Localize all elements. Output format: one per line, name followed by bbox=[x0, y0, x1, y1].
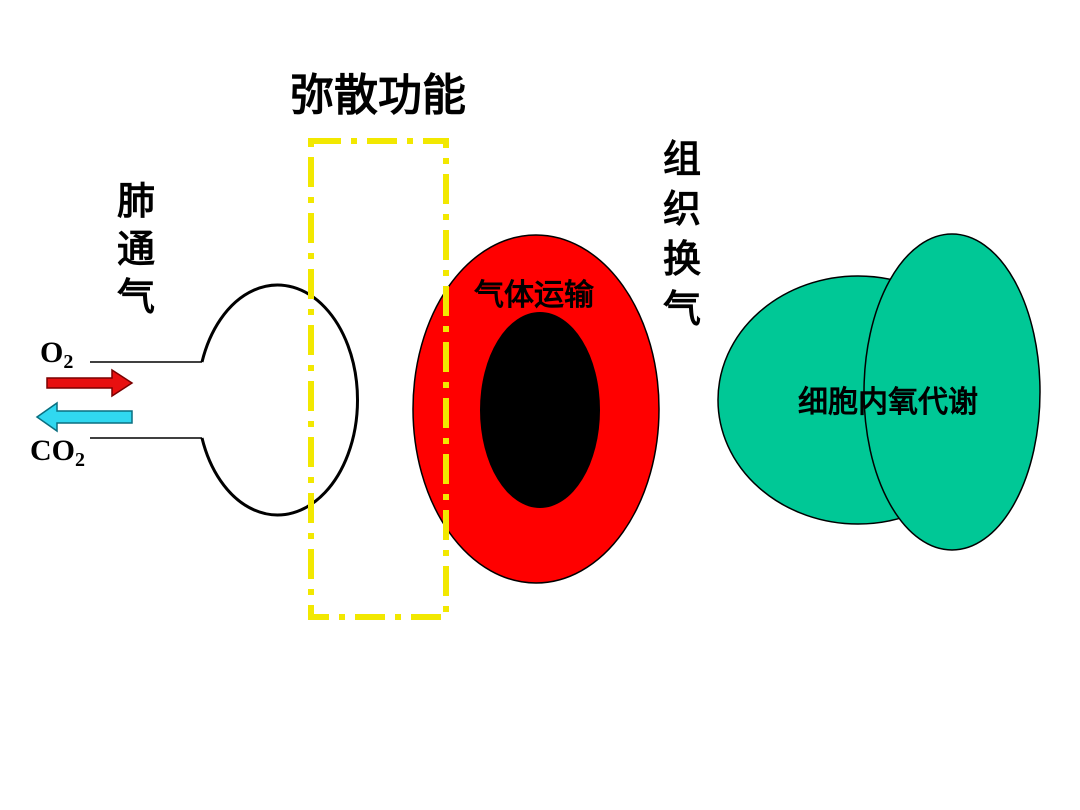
pulmonary-ventilation-label: 肺 通 气 bbox=[117, 179, 155, 319]
tissue-exchange-char: 换 bbox=[663, 237, 701, 281]
co2-symbol: CO bbox=[30, 434, 75, 467]
co2-label: CO2 bbox=[30, 434, 85, 471]
diffusion-boundary-box bbox=[308, 138, 449, 620]
o2-symbol: O bbox=[40, 336, 63, 369]
red-blood-cell-core bbox=[480, 312, 600, 508]
alveolus-wall bbox=[200, 283, 359, 517]
cell-metabolism-label: 细胞内氧代谢 bbox=[798, 385, 978, 420]
co2-subscript: 2 bbox=[75, 449, 85, 471]
tissue-exchange-char: 组 bbox=[663, 137, 701, 181]
tissue-exchange-label: 组 织 换 气 bbox=[663, 137, 701, 331]
diffusion-title: 弥散功能 bbox=[290, 70, 466, 121]
tissue-cell-front bbox=[863, 233, 1041, 551]
tissue-exchange-char: 织 bbox=[663, 187, 701, 231]
gas-transport-label: 气体运输 bbox=[474, 278, 595, 313]
pulmonary-ventilation-char: 通 bbox=[117, 227, 155, 271]
o2-subscript: 2 bbox=[63, 351, 73, 373]
arrow-left-icon bbox=[35, 401, 133, 433]
pulmonary-ventilation-char: 肺 bbox=[117, 179, 155, 223]
tissue-exchange-char: 气 bbox=[663, 287, 701, 331]
arrow-right-icon bbox=[46, 368, 134, 398]
alveolus bbox=[90, 283, 359, 517]
tissue-cells bbox=[717, 233, 1041, 551]
pulmonary-ventilation-char: 气 bbox=[117, 275, 155, 319]
o2-label: O2 bbox=[40, 336, 73, 373]
